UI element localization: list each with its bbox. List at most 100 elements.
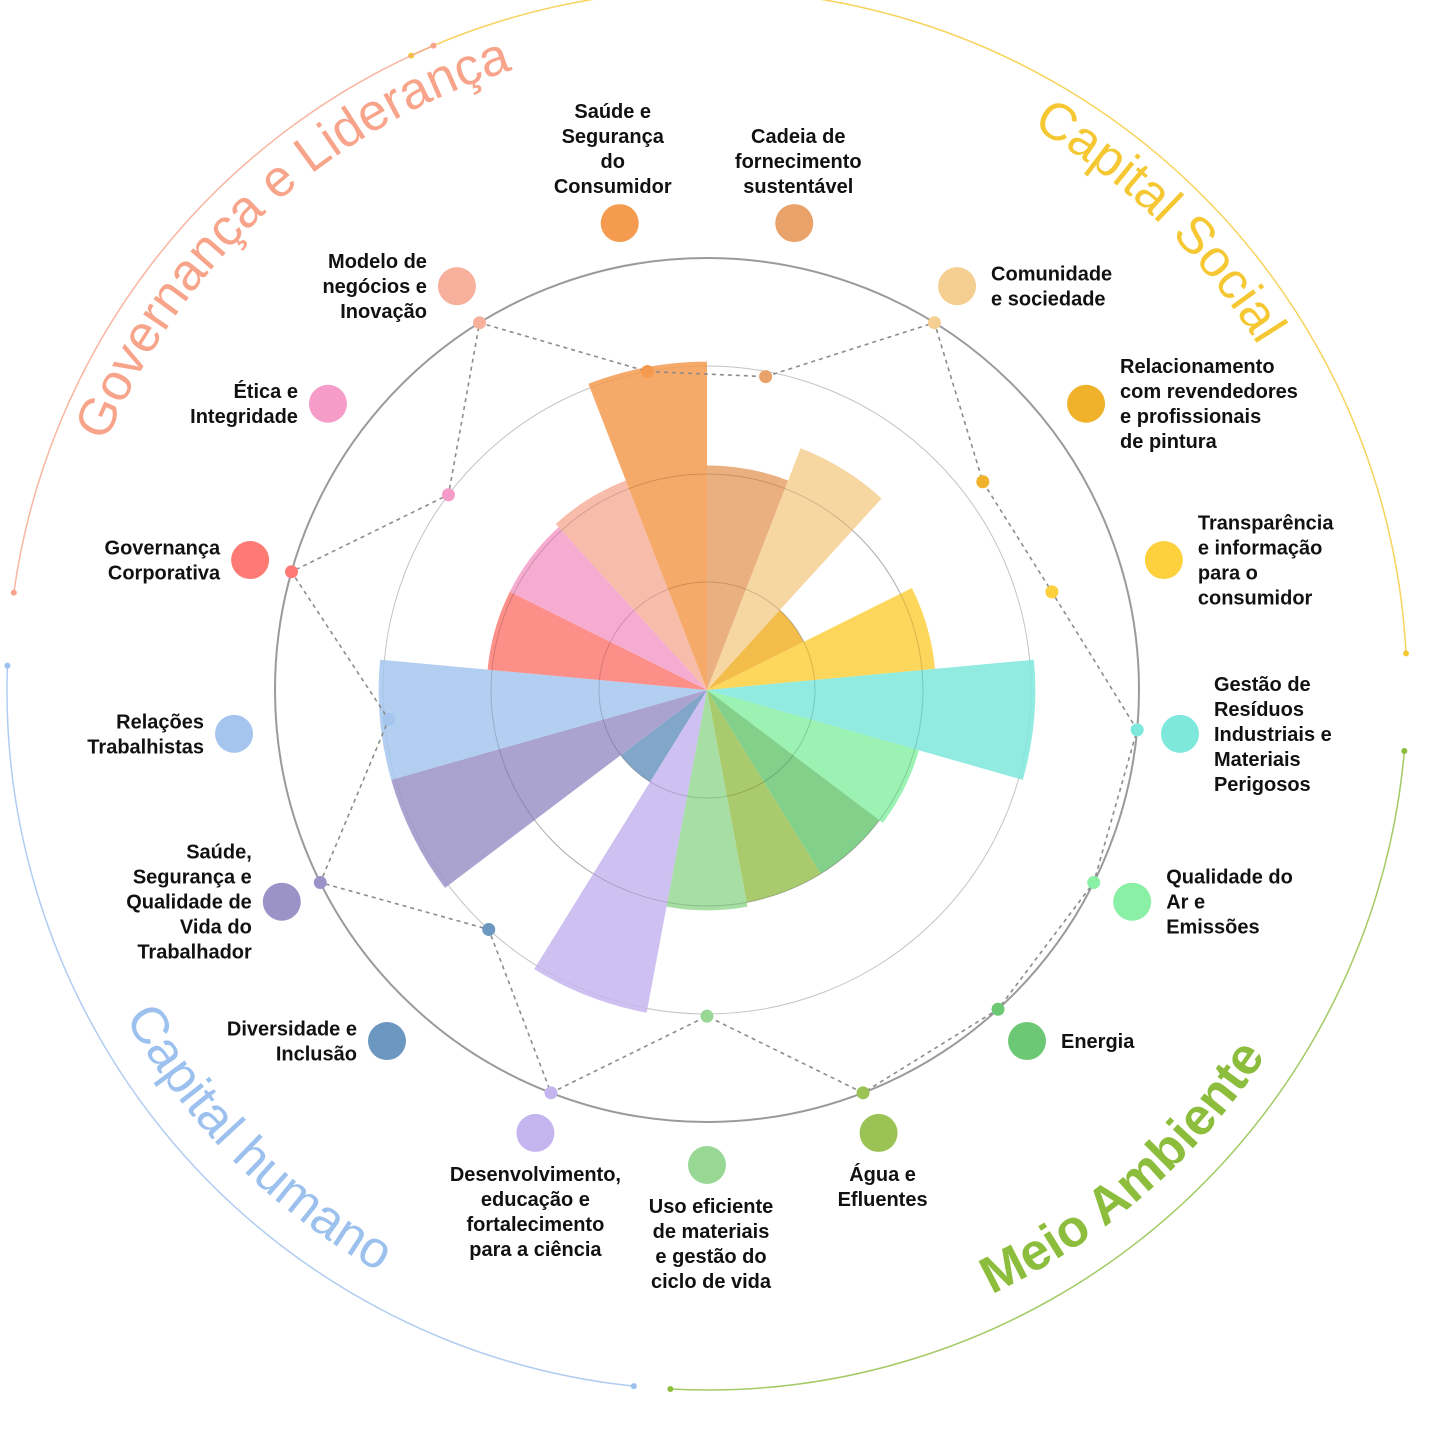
arc-end-dot [1401, 748, 1408, 755]
marker-uso-eficiente-de-materiais-e-gestao-do-ciclo-de-vida [700, 1009, 714, 1023]
dot-relacoes-trabalhistas [215, 714, 254, 753]
label-relacionamento-com-revendedores-e-profissionais-de-pintura: Relacionamento com revendedores e profissi… [1120, 356, 1298, 453]
arc-capital-humano [6, 665, 634, 1387]
marker-transparencia-e-informacao-para-o-consumidor [1045, 585, 1059, 599]
grid-ring-overlay [490, 473, 924, 907]
label-line: Inovação [340, 301, 427, 323]
label-line: Relacionamento [1120, 356, 1274, 378]
label-line: Segurança e [133, 867, 252, 889]
label-line: Governança [105, 538, 221, 560]
marker-gestao-de-residuos-industriais-e-materiais-perigosos [1130, 723, 1144, 737]
label-cadeia-de-fornecimento-sustentavel: Cadeia de fornecimento sustentável [735, 126, 862, 198]
label-line: ciclo de vida [651, 1271, 772, 1293]
arc-end-dot [4, 662, 11, 669]
label-qualidade-do-ar-e-emissoes: Qualidade do Ar e Emissões [1166, 867, 1293, 939]
dot-transparencia-e-informacao-para-o-consumidor [1144, 541, 1183, 580]
marker-cadeia-de-fornecimento-sustentavel [759, 370, 773, 384]
label-line: para a ciência [469, 1239, 602, 1261]
label-line: e profissionais [1120, 406, 1261, 428]
label-line: Emissões [1166, 917, 1259, 939]
label-line: Inclusão [276, 1044, 357, 1066]
grid-ring-overlay [598, 581, 816, 799]
label-line: Integridade [190, 406, 298, 428]
wedge-saude-e-seguranca-do-consumidor [588, 361, 707, 690]
grid-ring [274, 257, 1140, 1123]
label-line: Cadeia de [751, 126, 845, 148]
marker-relacoes-trabalhistas [382, 712, 396, 726]
label-line: Resíduos [1214, 699, 1304, 721]
label-line: educação e [481, 1189, 590, 1211]
label-line: Energia [1061, 1031, 1135, 1053]
dot-saude-e-seguranca-do-consumidor [600, 204, 639, 243]
label-line: Transparência [1198, 513, 1335, 535]
group-title-meio-ambiente: Meio Ambiente [971, 1030, 1276, 1305]
label-line: Vida do [180, 917, 252, 939]
label-line: Consumidor [554, 176, 672, 198]
dot-desenvolvimento-educacao-e-fortalecimento-para-a-ciencia [516, 1113, 555, 1152]
wedge-agua-e-efluentes [707, 690, 821, 903]
arc-end-dot [10, 589, 17, 596]
label-etica-e-integridade: Ética e Integridade [190, 380, 298, 428]
label-line: Perigosos [1214, 774, 1311, 796]
label-line: Relações [116, 711, 204, 733]
dot-gestao-de-residuos-industriais-e-materiais-perigosos [1160, 714, 1199, 753]
marker-etica-e-integridade [441, 488, 455, 502]
label-desenvolvimento-educacao-e-fortalecimento-para-a-ciencia: Desenvolvimento, educação e fortalecimento… [450, 1164, 621, 1261]
wedge-uso-eficiente-de-materiais-e-gestao-do-ciclo-de-vida [666, 690, 748, 911]
label-line: Desenvolvimento, [450, 1164, 621, 1186]
wedge-diversidade-e-inclusao [620, 690, 707, 782]
label-line: negócios e [322, 276, 426, 298]
wedge-gestao-de-residuos-industriais-e-materiais-perigosos [707, 659, 1036, 780]
label-line: Uso eficiente [649, 1196, 773, 1218]
label-line: Ar e [1166, 892, 1205, 914]
label-line: de materiais [653, 1221, 770, 1243]
label-line: com revendedores [1120, 381, 1298, 403]
dot-governanca-corporativa [231, 541, 270, 580]
label-line: Diversidade e [227, 1019, 357, 1041]
marker-agua-e-efluentes [856, 1086, 870, 1100]
marker-qualidade-do-ar-e-emissoes [1087, 876, 1101, 890]
marker-energia [991, 1002, 1005, 1016]
label-line: Comunidade [991, 264, 1112, 286]
arc-capital-social [410, 0, 1407, 654]
wedge-desenvolvimento-educacao-e-fortalecimento-para-a-ciencia [534, 690, 707, 1013]
label-line: consumidor [1198, 588, 1313, 610]
label-line: Trabalhistas [87, 736, 204, 758]
dot-uso-eficiente-de-materiais-e-gestao-do-ciclo-de-vida [688, 1146, 726, 1184]
group-title-capital-social: Capital Social [1026, 88, 1298, 353]
label-line: fornecimento [735, 151, 862, 173]
dot-comunidade-e-sociedade [938, 267, 977, 306]
dot-qualidade-do-ar-e-emissoes [1113, 882, 1152, 921]
marker-saude-seguranca-e-qualidade-de-vida-do-trabalhador [313, 876, 327, 890]
label-line: Qualidade de [126, 892, 252, 914]
label-line: Qualidade do [1166, 867, 1293, 889]
label-line: Ética e [233, 380, 297, 403]
marker-comunidade-e-sociedade [927, 316, 941, 330]
wedge-comunidade-e-sociedade [707, 448, 882, 690]
marker-governanca-corporativa [284, 565, 298, 579]
wedge-relacoes-trabalhistas [378, 659, 707, 780]
arc-end-dot [430, 42, 437, 49]
dot-cadeia-de-fornecimento-sustentavel [775, 204, 814, 243]
wedge-qualidade-do-ar-e-emissoes [707, 690, 919, 823]
label-line: para o [1198, 563, 1258, 585]
wedge-saude-seguranca-e-qualidade-de-vida-do-trabalhador [391, 690, 707, 888]
label-line: fortalecimento [467, 1214, 605, 1236]
wedge-governanca-corporativa [487, 591, 707, 690]
label-line: sustentável [743, 176, 853, 198]
wedge-etica-e-integridade [509, 527, 707, 690]
arc-end-dot [630, 1383, 637, 1390]
dot-etica-e-integridade [308, 384, 347, 423]
label-line: do [601, 151, 625, 173]
topic-labels: Cadeia de fornecimento sustentávelComunida… [87, 101, 1334, 1293]
polar-wedges [378, 361, 1036, 1013]
